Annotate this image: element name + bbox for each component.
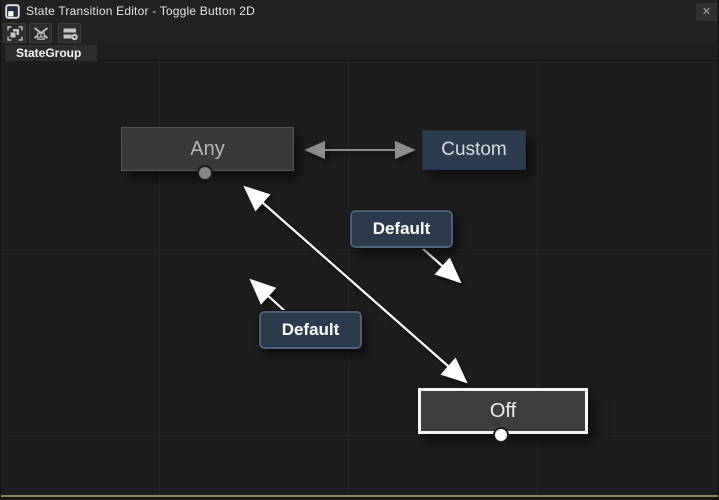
zoom-to-fit-icon — [6, 25, 23, 41]
transition-arrows-layer — [243, 140, 468, 384]
close-icon[interactable]: ✕ — [696, 3, 717, 21]
window-bottom-edge — [1, 497, 718, 500]
title-bar: State Transition Editor - Toggle Button … — [1, 0, 718, 22]
window-bottom-accent — [1, 495, 718, 497]
state-node-off-selected[interactable]: Off — [418, 388, 588, 434]
transition-default-upper-arrow — [420, 246, 462, 284]
state-node-custom[interactable]: Custom — [422, 130, 526, 170]
transition-condition-label-upper[interactable]: Default — [349, 209, 454, 249]
tab-bar: StateGroup — [1, 44, 718, 61]
window-icon — [5, 3, 20, 19]
state-port-any[interactable] — [197, 165, 213, 181]
window-title: State Transition Editor - Toggle Button … — [26, 4, 255, 18]
state-label: Off — [489, 399, 517, 422]
zoom-to-fit-button[interactable] — [3, 23, 26, 43]
transition-condition-label-lower[interactable]: Default — [258, 310, 363, 350]
state-list-add-icon — [62, 26, 78, 41]
state-label: Custom — [441, 139, 507, 160]
auto-arrange-icon — [33, 26, 49, 41]
graph-canvas[interactable]: Any Custom Off Default Default — [1, 61, 718, 495]
condition-label-text: Default — [372, 219, 431, 238]
auto-arrange-button[interactable] — [29, 23, 52, 43]
transition-default-lower-arrow — [249, 278, 289, 315]
state-node-any[interactable]: Any — [121, 127, 294, 171]
condition-label-text: Default — [281, 320, 340, 339]
toolbar — [1, 22, 718, 44]
tab-stategroup[interactable]: StateGroup — [5, 45, 97, 61]
add-state-button[interactable] — [58, 23, 81, 43]
state-label: Any — [190, 137, 225, 160]
state-port-off[interactable] — [493, 427, 509, 443]
